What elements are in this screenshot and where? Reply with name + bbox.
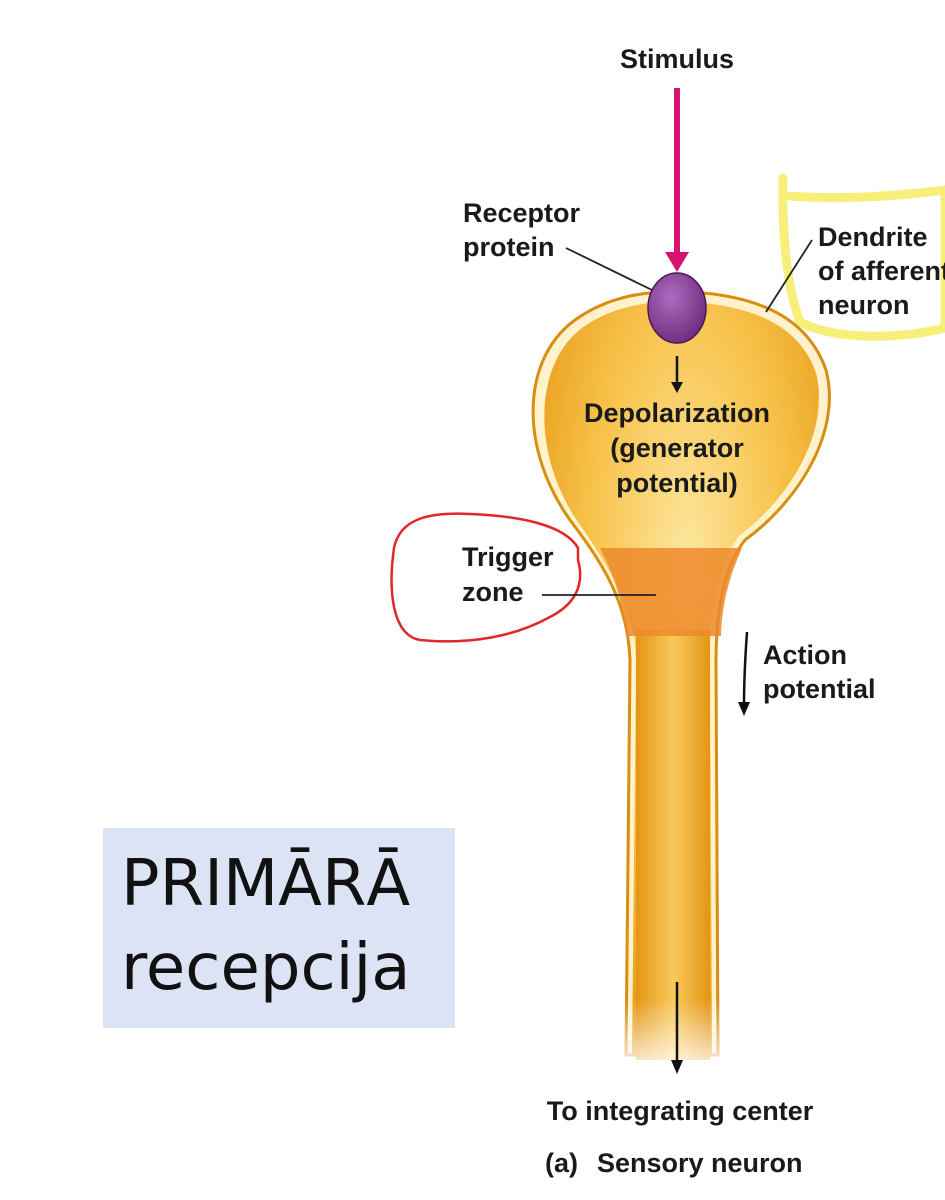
svg-text:Action: Action (763, 640, 847, 670)
depolarization-arrow (671, 356, 683, 393)
svg-text:potential: potential (763, 674, 876, 704)
stimulus-arrow (665, 88, 689, 272)
svg-text:Receptor: Receptor (463, 198, 581, 228)
svg-text:of afferent: of afferent (818, 256, 945, 286)
svg-text:Trigger: Trigger (462, 542, 554, 572)
svg-text:zone: zone (462, 577, 524, 607)
integrating-center-arrow (671, 982, 683, 1074)
svg-text:potential): potential) (616, 468, 738, 498)
axon (636, 630, 710, 1060)
receptor-leader-line (565, 247, 653, 291)
svg-text:Depolarization: Depolarization (584, 398, 770, 428)
trigger-zone-band (600, 548, 742, 636)
receptor-protein-label: Receptor protein (463, 198, 581, 262)
svg-text:Sensory neuron: Sensory neuron (597, 1148, 803, 1178)
callout-line-2: recepcija (121, 931, 411, 1005)
receptor-protein (647, 272, 707, 344)
action-potential-label: Action potential (763, 640, 876, 704)
figure-caption: (a) Sensory neuron (545, 1148, 803, 1178)
stimulus-label: Stimulus (620, 44, 734, 74)
callout-line-1: PRIMĀRĀ (121, 847, 411, 921)
svg-text:protein: protein (463, 232, 555, 262)
dendrite-label: Dendrite of afferent neuron (818, 222, 945, 320)
axon-fade (618, 1000, 728, 1080)
trigger-zone-label: Trigger zone (462, 542, 554, 607)
svg-text:(a): (a) (545, 1148, 578, 1178)
svg-text:neuron: neuron (818, 290, 910, 320)
depolarization-label: Depolarization (generator potential) (584, 398, 770, 498)
svg-text:(generator: (generator (610, 433, 744, 463)
primary-reception-callout: PRIMĀRĀ recepcija (103, 828, 455, 1028)
red-highlight-mark (390, 512, 582, 643)
yellow-highlight-mark (778, 173, 945, 341)
dendrite-leader-line (765, 239, 813, 313)
action-potential-arrow (738, 631, 750, 716)
svg-text:Dendrite: Dendrite (818, 222, 928, 252)
integrating-center-label: To integrating center (547, 1096, 814, 1126)
